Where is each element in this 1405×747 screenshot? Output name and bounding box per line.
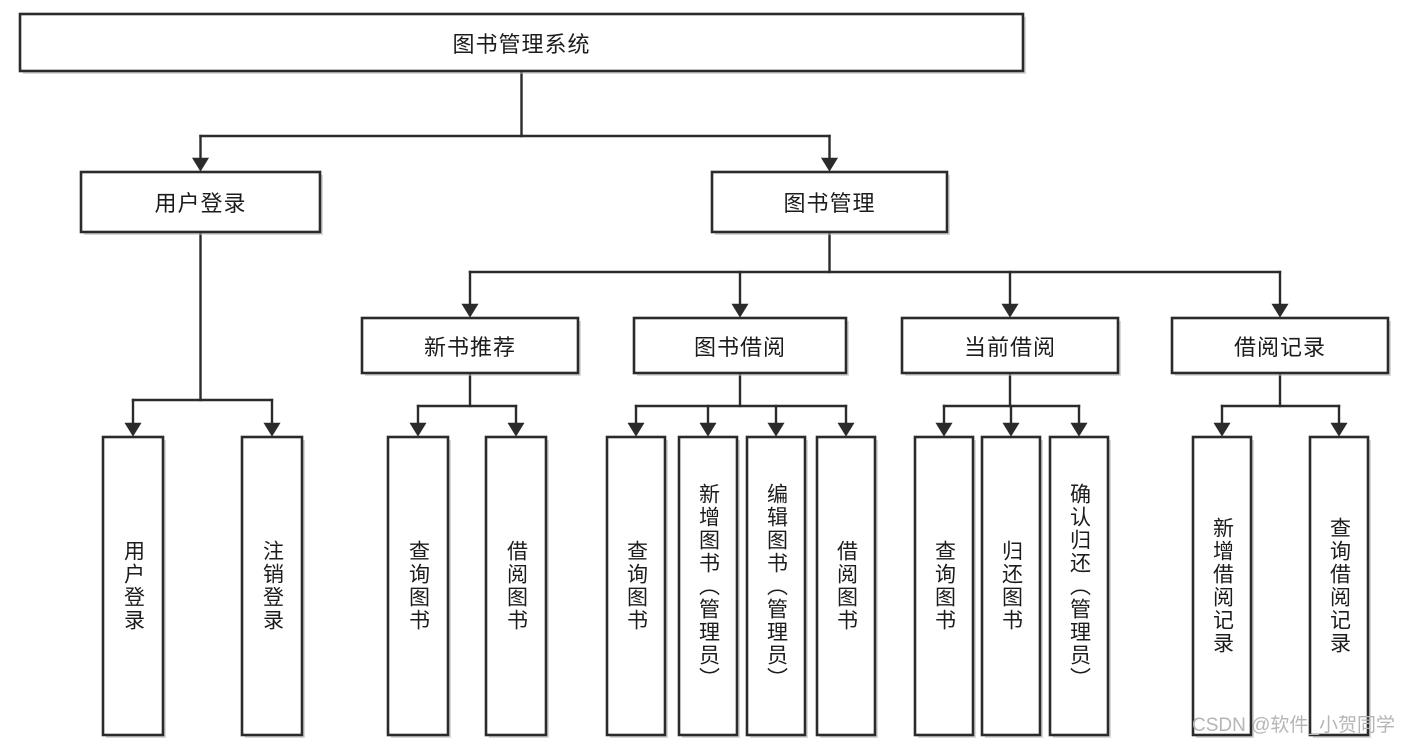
connector-borrow-to-leaves xyxy=(627,371,855,437)
arrow-head-icon xyxy=(767,422,785,437)
node-rect[interactable] xyxy=(900,316,1120,375)
node-rect[interactable] xyxy=(815,435,877,737)
node-rect[interactable] xyxy=(360,316,580,375)
node-rect[interactable] xyxy=(1048,435,1110,737)
connector-current-to-leaves xyxy=(935,371,1088,437)
node-rect[interactable] xyxy=(710,170,949,234)
node-book-borrow[interactable] xyxy=(632,316,849,376)
arrow-head-icon xyxy=(820,157,839,172)
node-leaf-edit-book-admin[interactable] xyxy=(745,435,808,738)
node-rect[interactable] xyxy=(386,435,450,737)
connector-bookmgmt-to-level3 xyxy=(461,230,1289,318)
node-rect[interactable] xyxy=(745,435,807,737)
arrow-head-icon xyxy=(461,303,479,318)
arrow-head-icon xyxy=(409,422,427,437)
arrow-head-icon xyxy=(1070,422,1088,437)
arrow-head-icon xyxy=(731,303,749,318)
node-rect[interactable] xyxy=(1191,435,1253,737)
arrow-head-icon xyxy=(1330,422,1348,437)
node-leaf-return-book[interactable] xyxy=(980,435,1043,738)
node-rect[interactable] xyxy=(240,435,304,737)
arrow-head-icon xyxy=(507,422,525,437)
node-leaf-user-login[interactable] xyxy=(101,435,166,738)
node-leaf-query-book-borrow[interactable] xyxy=(605,435,668,738)
node-rect[interactable] xyxy=(1308,435,1370,737)
node-leaf-add-borrow-record[interactable] xyxy=(1191,435,1254,738)
arrow-head-icon xyxy=(935,422,953,437)
node-new-book-recommend[interactable] xyxy=(360,316,581,376)
node-rect[interactable] xyxy=(18,12,1025,73)
arrow-head-icon xyxy=(1002,422,1020,437)
node-user-login[interactable] xyxy=(79,170,323,235)
node-rect[interactable] xyxy=(484,435,548,737)
arrow-head-icon xyxy=(124,422,142,437)
arrow-head-icon xyxy=(627,422,645,437)
connector-record-to-leaves xyxy=(1213,371,1348,437)
node-rect[interactable] xyxy=(677,435,739,737)
connector-root-to-level2 xyxy=(191,69,839,172)
node-rect[interactable] xyxy=(605,435,667,737)
arrow-head-icon xyxy=(1271,303,1289,318)
node-root[interactable] xyxy=(18,12,1026,74)
arrow-head-icon xyxy=(837,422,855,437)
connector-userlogin-to-leaves xyxy=(124,230,281,437)
arrow-head-icon xyxy=(1001,303,1019,318)
node-leaf-query-book-current[interactable] xyxy=(913,435,976,738)
node-rect[interactable] xyxy=(980,435,1042,737)
node-leaf-user-logout[interactable] xyxy=(240,435,305,738)
node-current-borrow[interactable] xyxy=(900,316,1121,376)
node-rect[interactable] xyxy=(1170,316,1390,375)
node-rect[interactable] xyxy=(79,170,322,234)
node-rect[interactable] xyxy=(101,435,165,737)
node-leaf-query-borrow-record[interactable] xyxy=(1308,435,1371,738)
arrow-head-icon xyxy=(699,422,717,437)
node-rect[interactable] xyxy=(632,316,848,375)
node-book-management[interactable] xyxy=(710,170,950,235)
node-leaf-add-book-admin[interactable] xyxy=(677,435,740,738)
connector-recommend-to-leaves xyxy=(409,371,525,437)
arrow-head-icon xyxy=(191,157,210,172)
node-leaf-borrow-book[interactable] xyxy=(815,435,878,738)
arrow-head-icon xyxy=(1213,422,1231,437)
node-leaf-query-book-recommend[interactable] xyxy=(386,435,451,738)
node-leaf-borrow-book-recommend[interactable] xyxy=(484,435,549,738)
node-rect[interactable] xyxy=(913,435,975,737)
node-borrow-record[interactable] xyxy=(1170,316,1391,376)
arrow-head-icon xyxy=(263,422,281,437)
watermark-text: CSDN @软件_小贺同学 xyxy=(1192,715,1395,736)
node-leaf-confirm-return-admin[interactable] xyxy=(1048,435,1111,738)
